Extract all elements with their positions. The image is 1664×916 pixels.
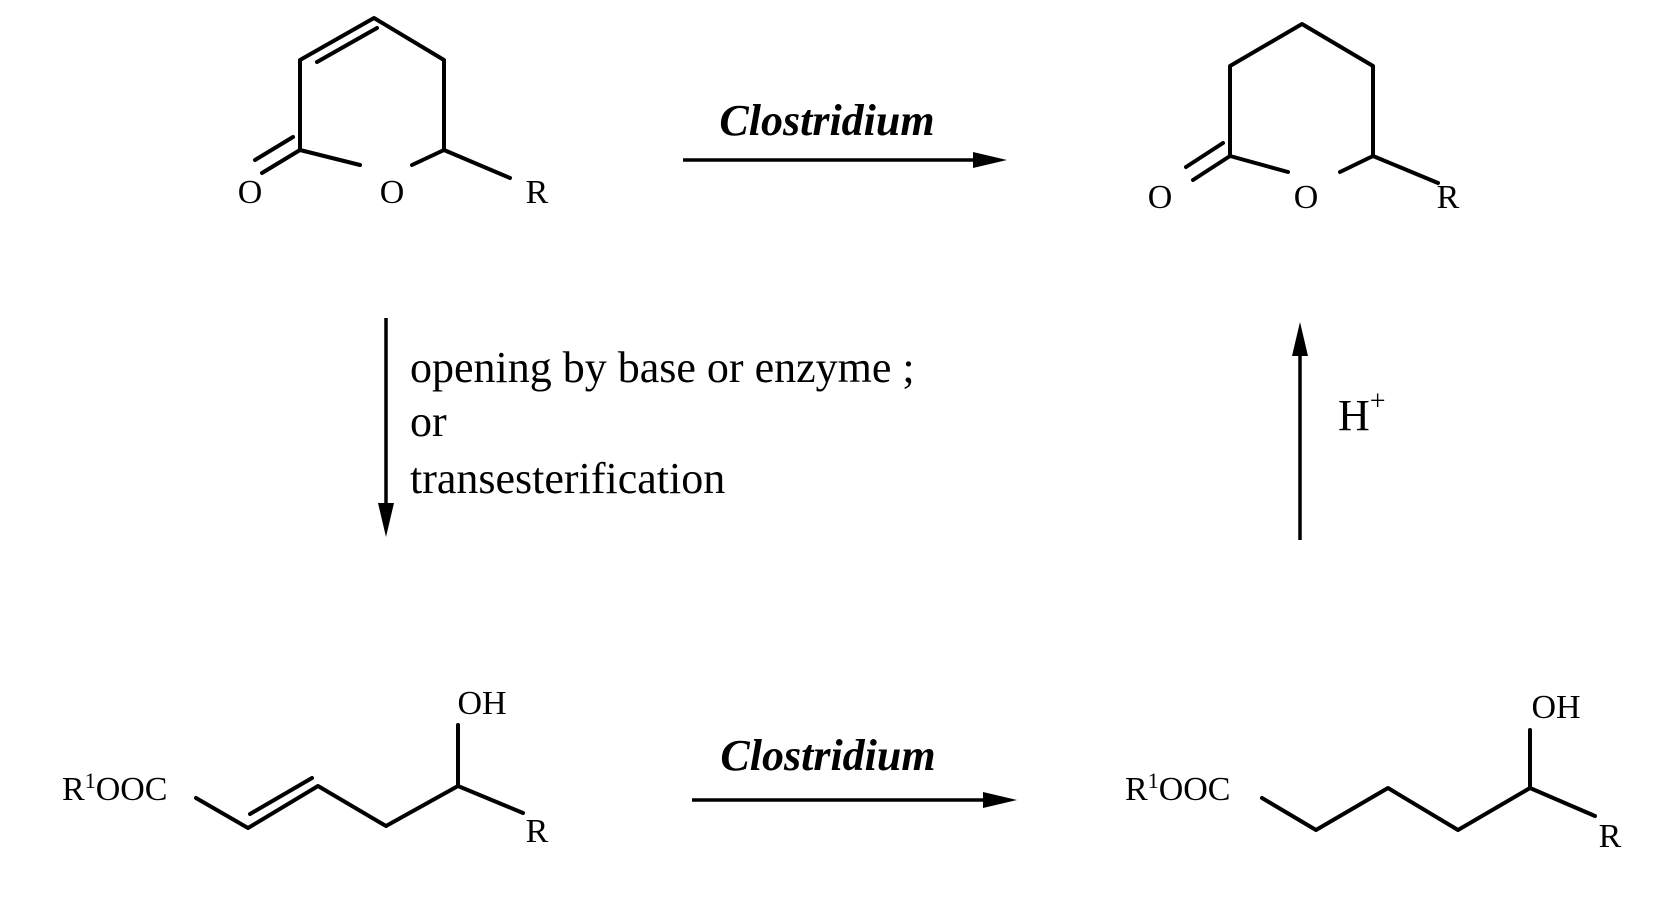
substituent-r-label: R <box>526 174 549 211</box>
carbon-chain-bonds <box>1262 730 1595 830</box>
substituent-r-label: R <box>1437 179 1460 216</box>
bottom-reaction-arrow: Clostridium <box>692 731 1017 808</box>
carbonyl-oxygen-label: O <box>1148 179 1173 216</box>
top-catalyst-label: Clostridium <box>719 96 934 145</box>
hydroxyl-label: OH <box>457 685 506 722</box>
ester-group-label: R1OOC <box>1125 768 1230 808</box>
arrow-head <box>1292 322 1308 356</box>
saturated-hydroxy-ester: R1OOC OH R <box>1125 689 1622 855</box>
ring-opening-arrow: opening by base or enzyme ; or transeste… <box>378 318 915 537</box>
ring-oxygen-label: O <box>380 174 405 211</box>
unsaturated-hydroxy-ester: R1OOC OH R <box>62 685 549 850</box>
saturated-lactone: O O R <box>1148 24 1460 216</box>
carbonyl-double-bond <box>255 137 300 173</box>
substituent-bond <box>444 150 510 178</box>
acid-reagent-label: H+ <box>1338 386 1386 440</box>
opening-condition-line-2: or <box>410 397 447 446</box>
ring-oxygen-label: O <box>1294 179 1319 216</box>
top-reaction-arrow: Clostridium <box>683 96 1007 168</box>
arrow-head <box>973 152 1007 168</box>
substituent-bond <box>1373 156 1438 183</box>
carbonyl-oxygen-label: O <box>238 174 263 211</box>
carbon-chain-bonds <box>196 725 523 828</box>
substituent-r-label: R <box>526 813 549 850</box>
opening-condition-line-1: opening by base or enzyme ; <box>410 343 915 392</box>
lactone-ring-bonds <box>1230 24 1373 172</box>
ester-group-label: R1OOC <box>62 768 167 808</box>
lactonization-arrow: H+ <box>1292 322 1386 540</box>
lactone-ring-bonds <box>300 18 444 165</box>
hydroxyl-label: OH <box>1531 689 1580 726</box>
opening-condition-line-3: transesterification <box>410 454 725 503</box>
arrow-head <box>378 503 394 537</box>
bottom-catalyst-label: Clostridium <box>720 731 935 780</box>
substituent-r-label: R <box>1599 818 1622 855</box>
unsaturated-lactone: O O R <box>238 18 549 211</box>
carbonyl-double-bond <box>1186 143 1230 180</box>
arrow-head <box>983 792 1017 808</box>
